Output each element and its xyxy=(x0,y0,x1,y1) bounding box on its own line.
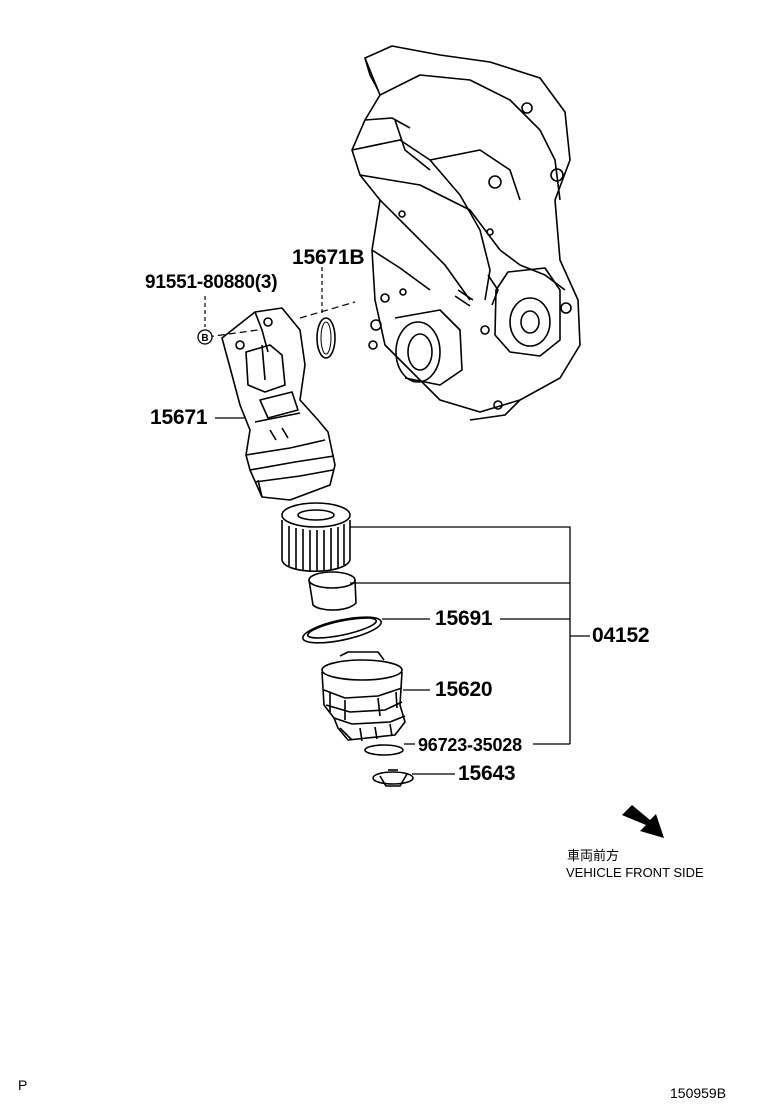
label-gasket: 15691 xyxy=(435,607,493,630)
label-assembly: 04152 xyxy=(592,624,650,647)
leader-lines xyxy=(215,417,590,775)
direction-note-japanese: 車両前方 xyxy=(567,848,620,863)
label-plug: 15643 xyxy=(458,762,516,785)
corner-mark: P xyxy=(18,1077,28,1093)
label-oring-15671b: 15671B xyxy=(292,246,365,269)
label-bolt: 91551-80880(3) xyxy=(145,272,278,293)
gasket-15691-drawing xyxy=(302,616,382,644)
label-oring-small: 96723-35028 xyxy=(418,735,522,755)
bubble-b-letter: B xyxy=(201,333,208,344)
drain-plug-drawing xyxy=(372,769,414,787)
direction-note-english: VEHICLE FRONT SIDE xyxy=(566,865,704,880)
oil-filter-bracket-drawing xyxy=(221,307,336,501)
dashed-alignment-line xyxy=(206,301,356,338)
drawing-number: 150959B xyxy=(670,1085,727,1101)
oring-15671b-drawing xyxy=(316,317,336,359)
oring-small-drawing xyxy=(364,744,404,756)
front-direction-arrow-icon xyxy=(622,805,664,838)
label-cap: 15620 xyxy=(435,678,493,701)
filter-cap-15620-drawing xyxy=(321,651,406,742)
filter-element-drawing xyxy=(281,502,351,573)
inner-tube-drawing xyxy=(308,571,357,611)
timing-cover-drawing xyxy=(351,45,581,421)
label-bracket: 15671 xyxy=(150,406,208,429)
bubble-b xyxy=(197,329,213,345)
